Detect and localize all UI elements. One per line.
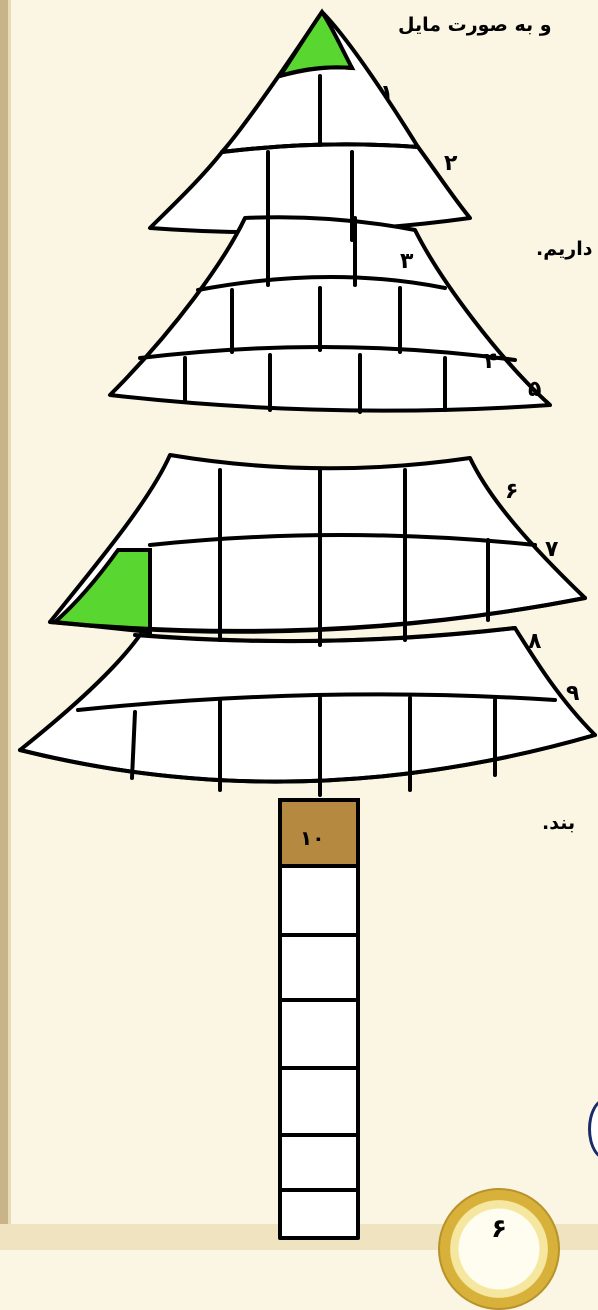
row-label-5: ۵: [528, 377, 541, 402]
row-label-6: ۶: [505, 479, 518, 504]
row-label-1: ۱: [380, 81, 393, 106]
christmas-tree-grid: ۱ ۲ ۳ ۴ ۵ ۶ ۷ ۸ ۹ ۱۰: [0, 0, 598, 1250]
row-label-3: ۳: [400, 249, 414, 274]
row-label-7: ۷: [545, 537, 559, 562]
page-number: ۶: [440, 1214, 558, 1244]
row-label-4: ۴: [484, 349, 497, 374]
row-label-9: ۹: [566, 681, 579, 706]
row-label-8: ۸: [528, 629, 542, 654]
row-label-2: ۲: [444, 151, 458, 176]
page-number-badge: ۶: [438, 1188, 560, 1310]
tier-3: [110, 217, 550, 410]
trunk-label-10: ۱۰: [300, 826, 324, 850]
